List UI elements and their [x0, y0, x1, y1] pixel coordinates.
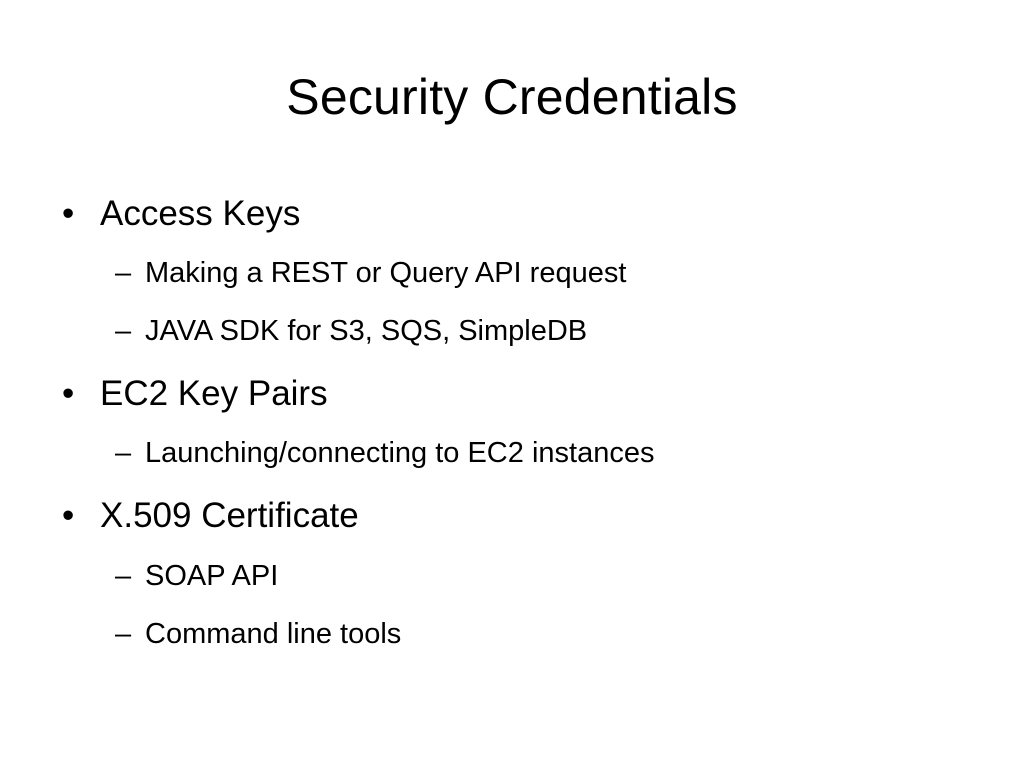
dash-icon: –	[115, 618, 132, 650]
sub-item-label: Making a REST or Query API request	[145, 257, 627, 289]
sub-item-label: Command line tools	[145, 618, 402, 650]
sub-item-java-sdk: – JAVA SDK for S3, SQS, SimpleDB	[115, 312, 588, 350]
sub-item-soap-api: – SOAP API	[115, 557, 279, 595]
dash-icon: –	[115, 257, 132, 289]
bullet-item-access-keys: • Access Keys	[62, 192, 301, 236]
bullet-label: Access Keys	[100, 194, 301, 233]
slide-title: Security Credentials	[286, 69, 738, 125]
bullet-item-x509: • X.509 Certificate	[62, 494, 359, 538]
sub-item-rest-query: – Making a REST or Query API request	[115, 254, 627, 292]
bullet-dot-icon: •	[62, 194, 75, 233]
sub-item-launching: – Launching/connecting to EC2 instances	[115, 434, 655, 472]
dash-icon: –	[115, 560, 132, 592]
sub-item-label: SOAP API	[145, 560, 279, 592]
sub-item-label: Launching/connecting to EC2 instances	[145, 437, 655, 469]
bullet-dot-icon: •	[62, 496, 75, 535]
sub-item-command-line: – Command line tools	[115, 615, 402, 653]
sub-item-label: JAVA SDK for S3, SQS, SimpleDB	[145, 315, 588, 347]
bullet-label: EC2 Key Pairs	[100, 374, 328, 413]
bullet-item-ec2-key-pairs: • EC2 Key Pairs	[62, 372, 328, 416]
dash-icon: –	[115, 315, 132, 347]
dash-icon: –	[115, 437, 132, 469]
bullet-dot-icon: •	[62, 374, 75, 413]
bullet-label: X.509 Certificate	[100, 496, 359, 535]
